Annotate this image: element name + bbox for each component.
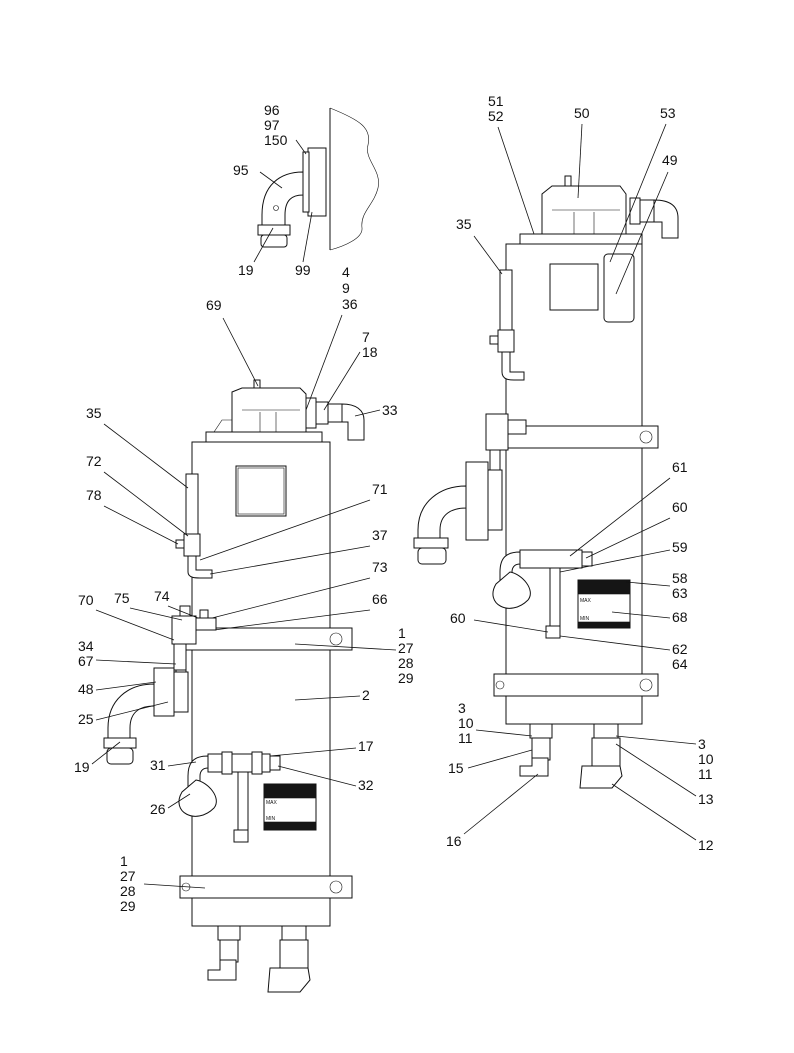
gauge-max-left: MAX — [266, 800, 278, 806]
callout-60-lower: 60 — [450, 610, 466, 626]
callout-11-left: 11 — [458, 730, 473, 746]
callout-58: 58 — [672, 570, 688, 586]
callout-10-left: 10 — [458, 715, 474, 731]
callout-62: 62 — [672, 641, 688, 657]
callout-1-upper: 1 — [398, 625, 406, 641]
callout-29-lower: 29 — [120, 898, 136, 914]
callout-7: 7 — [362, 329, 370, 345]
callout-78: 78 — [86, 487, 102, 503]
callout-1-lower: 1 — [120, 853, 128, 869]
callout-52: 52 — [488, 108, 504, 124]
callout-150: 150 — [264, 132, 288, 148]
callout-64: 64 — [672, 656, 688, 672]
callout-69: 69 — [206, 297, 222, 313]
callout-49: 49 — [662, 152, 678, 168]
callout-13: 13 — [698, 791, 714, 807]
callout-26: 26 — [150, 801, 166, 817]
left-main-assembly: MAX MIN — [103, 379, 365, 993]
callout-32: 32 — [358, 777, 374, 793]
callout-75: 75 — [114, 590, 130, 606]
callout-95: 95 — [233, 162, 249, 178]
callout-33: 33 — [382, 402, 398, 418]
callout-3-left: 3 — [458, 700, 466, 716]
callout-28-lower: 28 — [120, 883, 136, 899]
gauge-min-right: MIN — [580, 616, 590, 622]
callout-63: 63 — [672, 585, 688, 601]
callout-73: 73 — [372, 559, 388, 575]
callout-3-right: 3 — [698, 736, 706, 752]
callout-2: 2 — [362, 687, 370, 703]
callout-71: 71 — [372, 481, 388, 497]
callout-48: 48 — [78, 681, 94, 697]
callout-29-upper: 29 — [398, 670, 414, 686]
callout-19-left: 19 — [74, 759, 90, 775]
callout-51: 51 — [488, 93, 504, 109]
callout-17: 17 — [358, 738, 374, 754]
callout-31: 31 — [150, 757, 166, 773]
callout-10-right: 10 — [698, 751, 714, 767]
callout-72: 72 — [86, 453, 102, 469]
callout-15: 15 — [448, 760, 464, 776]
callout-18: 18 — [362, 344, 378, 360]
callout-74: 74 — [154, 588, 170, 604]
callout-27-lower: 27 — [120, 868, 136, 884]
callout-35-right: 35 — [456, 216, 472, 232]
callout-66: 66 — [372, 591, 388, 607]
callout-12: 12 — [698, 837, 714, 853]
callout-67: 67 — [78, 653, 94, 669]
callout-36: 36 — [342, 296, 358, 312]
callout-50: 50 — [574, 105, 590, 121]
callout-4: 4 — [342, 264, 350, 280]
callout-70: 70 — [78, 592, 94, 608]
callout-97: 97 — [264, 117, 280, 133]
right-main-callouts: 51 52 50 53 49 35 61 60 59 58 63 68 60 6… — [446, 93, 714, 853]
callout-28-upper: 28 — [398, 655, 414, 671]
top-detail-callouts: 96 97 150 95 19 99 — [233, 102, 313, 278]
callout-19: 19 — [238, 262, 254, 278]
callout-25: 25 — [78, 711, 94, 727]
callout-68: 68 — [672, 609, 688, 625]
callout-37: 37 — [372, 527, 388, 543]
callout-11-right: 11 — [698, 766, 713, 782]
callout-35-left: 35 — [86, 405, 102, 421]
callout-59: 59 — [672, 539, 688, 555]
right-main-assembly: MAX MIN — [413, 175, 679, 789]
callout-16: 16 — [446, 833, 462, 849]
callout-34: 34 — [78, 638, 94, 654]
callout-60-upper: 60 — [672, 499, 688, 515]
callout-53: 53 — [660, 105, 676, 121]
callout-99: 99 — [295, 262, 311, 278]
gauge-max-right: MAX — [580, 598, 592, 604]
gauge-min-left: MIN — [266, 816, 276, 822]
left-main-callouts: 69 4 9 36 7 18 33 35 72 78 71 37 73 66 7… — [74, 264, 414, 914]
callout-9: 9 — [342, 280, 350, 296]
callout-27-upper: 27 — [398, 640, 414, 656]
callout-61: 61 — [672, 459, 688, 475]
callout-96: 96 — [264, 102, 280, 118]
